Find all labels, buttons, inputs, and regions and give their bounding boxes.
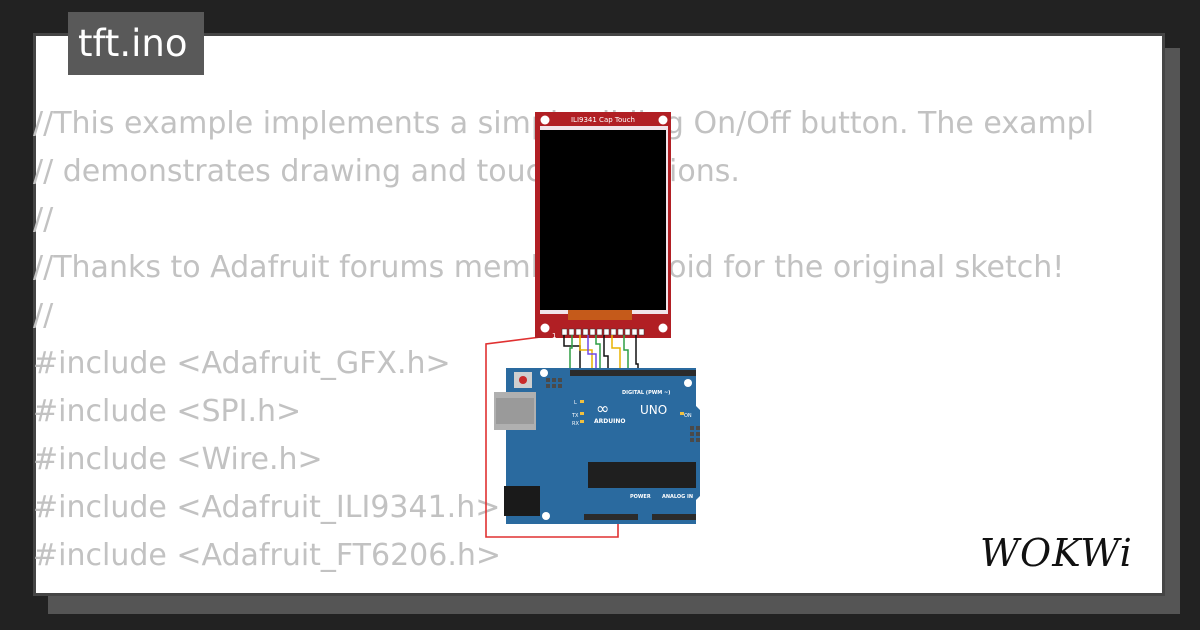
- code-line: #include <Adafruit_FT6206.h>: [33, 538, 502, 573]
- power-jack: [504, 486, 540, 516]
- code-line: #include <Adafruit_ILI9341.h>: [33, 490, 501, 525]
- display-label: ILI9341 Cap Touch: [571, 116, 635, 124]
- infinity-logo-icon: ∞: [596, 399, 609, 418]
- code-line: //: [33, 202, 54, 237]
- code-line: #include <SPI.h>: [33, 394, 302, 429]
- code-line: #include <Adafruit_GFX.h>: [33, 346, 451, 381]
- power-header: [584, 514, 638, 520]
- arduino-uno-board[interactable]: DIGITAL (PWM ~) ∞ UNO ARDUINO TX RX L ON…: [494, 368, 704, 524]
- on-label: ON: [684, 413, 692, 419]
- digital-label: DIGITAL (PWM ~): [622, 390, 670, 396]
- wokwi-logo-text: WOKWi: [980, 531, 1133, 575]
- code-line: //: [33, 298, 54, 333]
- file-tab[interactable]: tft.ino: [68, 12, 204, 75]
- l-label: L: [574, 400, 577, 406]
- circuit-diagram: ILI9341 Cap Touch 1: [485, 112, 704, 538]
- signal-wires: [563, 335, 639, 372]
- wokwi-logo: WOKWi: [980, 531, 1133, 575]
- brand-label: ARDUINO: [594, 418, 625, 425]
- tx-label: TX: [571, 413, 579, 419]
- code-line: #include <Wire.h>: [33, 442, 323, 477]
- tft-display-module[interactable]: ILI9341 Cap Touch 1: [535, 112, 671, 340]
- pin-one-label: 1: [552, 332, 556, 340]
- digital-header: [570, 370, 696, 376]
- uno-label: UNO: [640, 403, 667, 417]
- microcontroller-chip: [588, 462, 696, 488]
- analog-header: [652, 514, 696, 520]
- power-wire: [485, 333, 619, 538]
- rx-label: RX: [572, 421, 579, 427]
- power-label: POWER: [630, 494, 651, 500]
- analog-label: ANALOG IN: [662, 494, 693, 500]
